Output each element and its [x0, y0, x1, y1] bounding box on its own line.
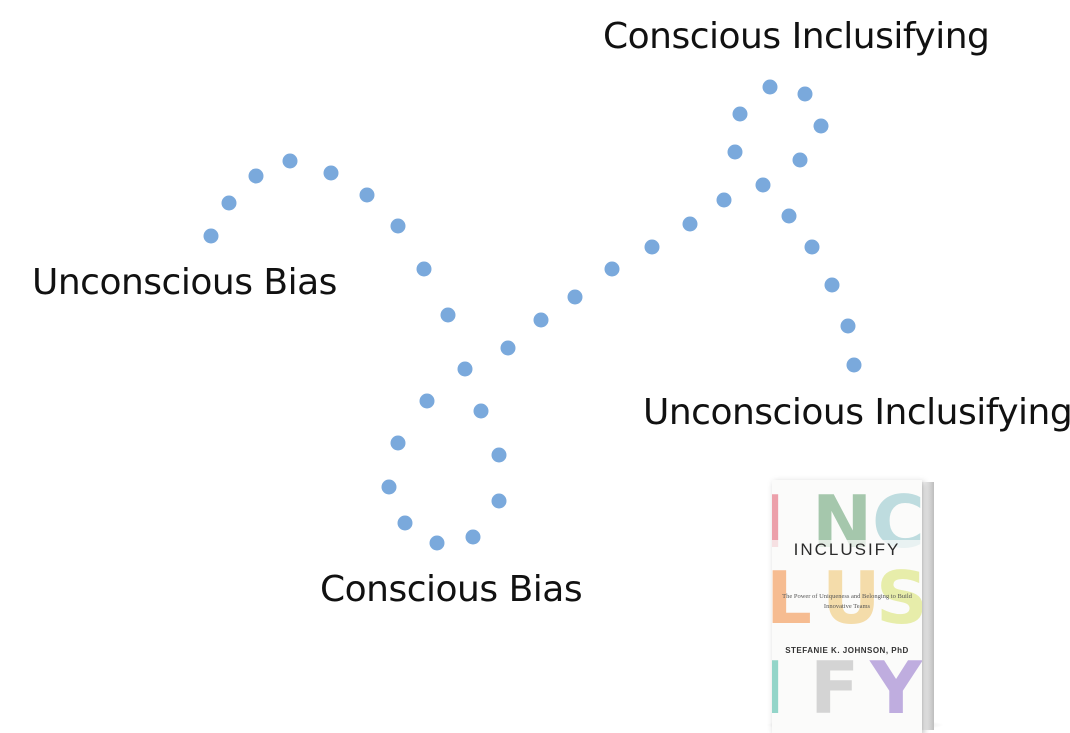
path-dot — [824, 277, 840, 293]
path-dot — [473, 403, 489, 419]
path-dot — [221, 195, 237, 211]
unconscious-bias-label: Unconscious Bias — [32, 262, 337, 303]
book-title: INCLUSIFY — [772, 540, 922, 560]
path-dot — [416, 261, 432, 277]
path-dot — [792, 152, 808, 168]
path-dot — [282, 153, 298, 169]
path-dot — [732, 106, 748, 122]
conscious-bias-label: Conscious Bias — [320, 569, 583, 610]
book-subtitle: The Power of Uniqueness and Belonging to… — [782, 593, 912, 610]
path-dot — [604, 261, 620, 277]
path-dot — [567, 289, 583, 305]
path-dot — [846, 357, 862, 373]
path-dot — [440, 307, 456, 323]
path-dot — [682, 216, 698, 232]
path-dot — [781, 208, 797, 224]
path-dot — [457, 361, 473, 377]
path-dot — [755, 177, 771, 193]
path-dot — [500, 340, 516, 356]
path-dot — [804, 239, 820, 255]
path-dot — [359, 187, 375, 203]
path-dot — [248, 168, 264, 184]
path-dot — [797, 86, 813, 102]
path-dot — [840, 318, 856, 334]
path-dot — [419, 393, 435, 409]
path-dot — [644, 239, 660, 255]
path-dot — [813, 118, 829, 134]
path-dot — [491, 493, 507, 509]
book-cover: I N C L U S I F Y INCLUSIFY The Power of… — [772, 480, 922, 733]
path-dot — [465, 529, 481, 545]
unconscious-inclusifying-label: Unconscious Inclusifying — [643, 392, 1070, 433]
path-dot — [390, 435, 406, 451]
path-dot — [203, 228, 219, 244]
path-dot — [381, 479, 397, 495]
book-author: STEFANIE K. JOHNSON, PhD — [772, 646, 922, 655]
path-dot — [390, 218, 406, 234]
path-dot — [323, 165, 339, 181]
path-dot — [716, 192, 732, 208]
path-dot — [491, 447, 507, 463]
path-dot — [533, 312, 549, 328]
path-dot — [727, 144, 743, 160]
conscious-inclusifying-label: Conscious Inclusifying — [603, 16, 990, 57]
path-dot — [397, 515, 413, 531]
path-dot — [762, 79, 778, 95]
path-dot — [429, 535, 445, 551]
